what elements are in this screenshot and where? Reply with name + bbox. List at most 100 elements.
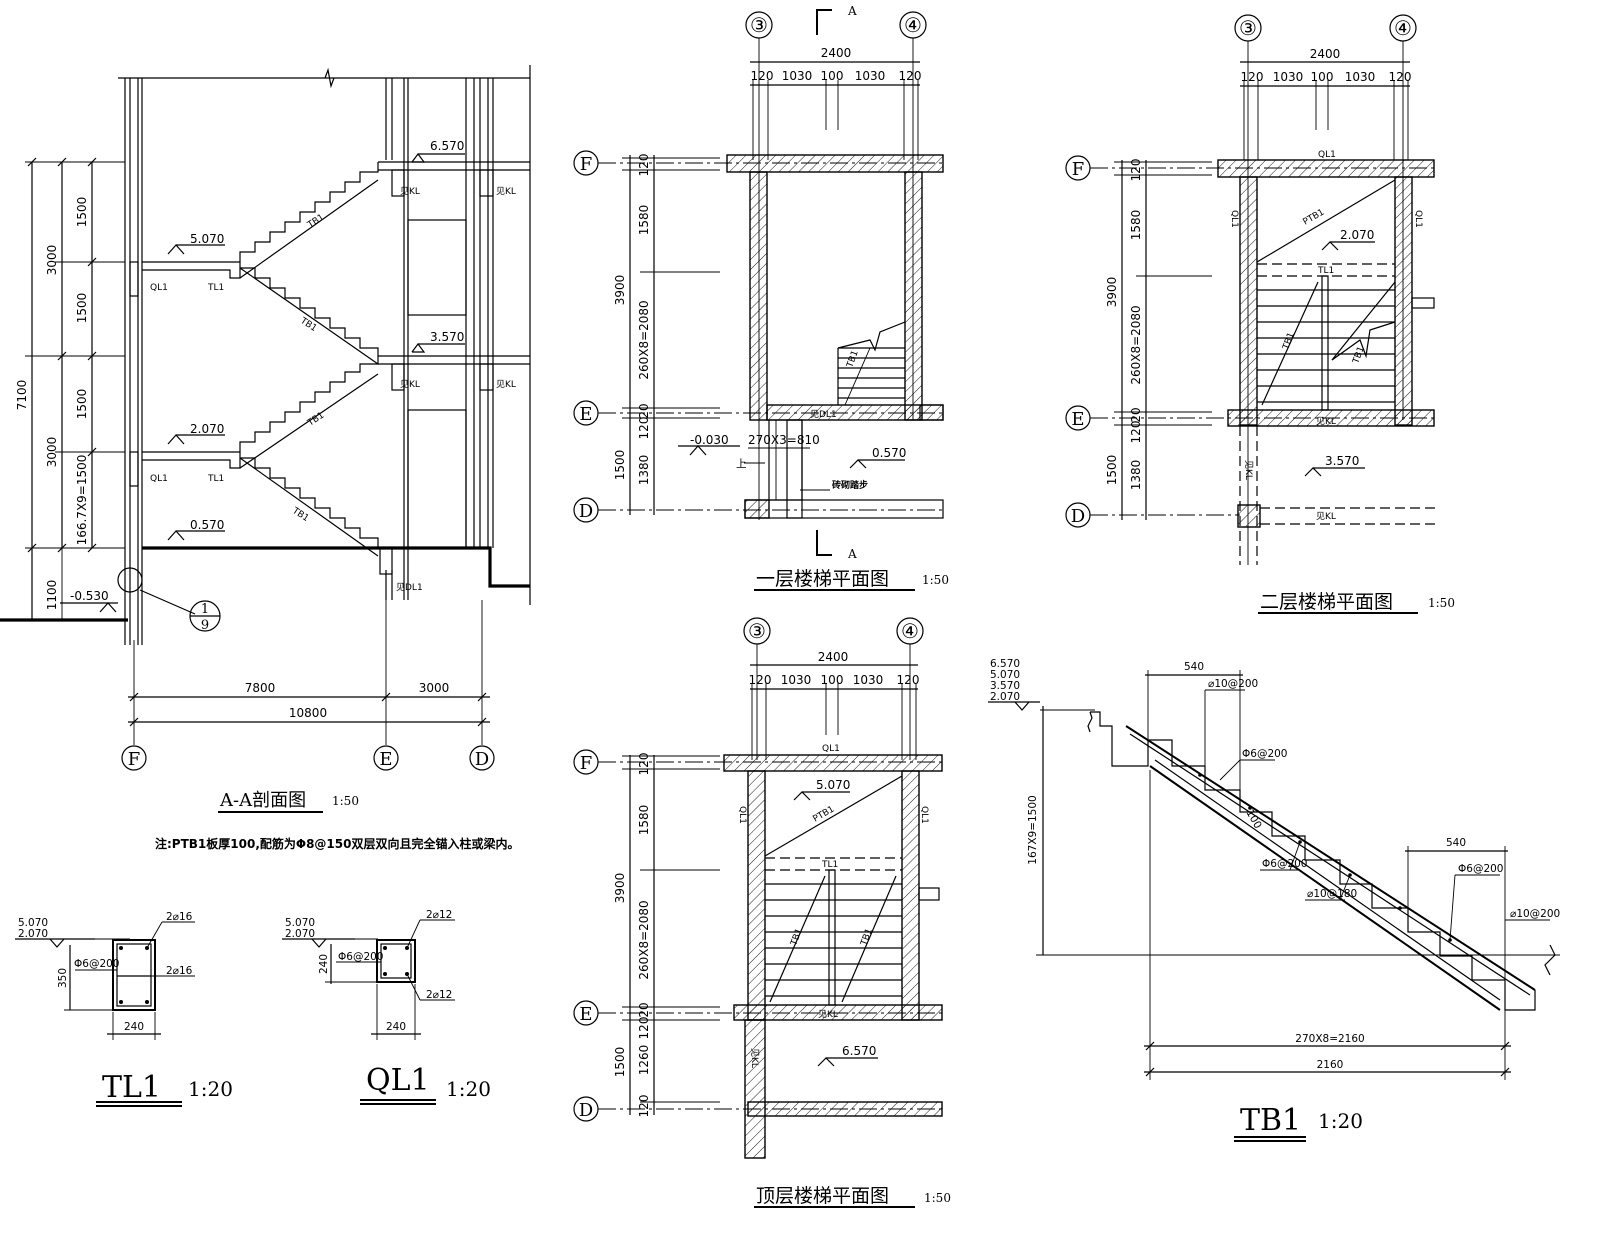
plan2-axis-4: ④ — [1394, 16, 1412, 40]
plan1-label-tb1: TB1 — [845, 349, 861, 370]
plan-3: ③ ④ 2400 120 1030 100 1030 120 F E D 390… — [573, 617, 951, 1208]
section-axis-e: E — [379, 749, 392, 770]
plan2-dim-1030-a: 1030 — [1273, 70, 1304, 84]
plan2-wall-left — [1239, 176, 1258, 426]
tb1-dim-540-top: 540 — [1184, 661, 1204, 673]
plan3-dim-1260: 1260 — [637, 1045, 651, 1076]
plan3-wall-left — [747, 770, 766, 1021]
tb1-bar-5: Φ6@200 — [1458, 863, 1504, 875]
label-tb1-1: TB1 — [305, 213, 326, 231]
tl1-bar-top: 2⌀16 — [166, 911, 193, 923]
plan1-dim-120-e: 120 — [637, 417, 651, 440]
plan2-dim-1500: 1500 — [1105, 455, 1119, 486]
dim-10800: 10800 — [289, 706, 327, 720]
ql1-detail: 5.070 2.070 240 240 2⌀12 2⌀12 Φ6@200 QL1… — [282, 909, 491, 1105]
plan3-wall-f — [723, 754, 943, 772]
plan2-axis-e: E — [1071, 409, 1084, 430]
ql1-elev-2070: 2.070 — [285, 928, 315, 940]
dim-1100: 1100 — [45, 580, 59, 611]
dim-3000-lower: 3000 — [45, 437, 59, 468]
tb1-bar-2: Φ6@200 — [1242, 748, 1288, 760]
plan3-dim-1030-b: 1030 — [853, 673, 884, 687]
plan2-treads — [1257, 275, 1396, 411]
tl1-detail: 5.070 2.070 350 240 2⌀16 2⌀16 Φ6@200 TL1… — [15, 911, 233, 1107]
tb1-dim-run-detail: 270X8=2160 — [1295, 1033, 1364, 1045]
plan1-dim-120-f: 120 — [637, 154, 651, 177]
tb1-stair-profile — [1090, 711, 1536, 1011]
plan2-dim-120-a: 120 — [1241, 70, 1264, 84]
plan3-treads — [765, 869, 902, 1006]
plan3-dim-100: 100 — [821, 673, 844, 687]
plan3-axis-4: ④ — [901, 619, 919, 643]
plan1-title: 一层楼梯平面图 — [756, 568, 889, 590]
detail-ref-number: 1 — [201, 602, 209, 617]
plan1-dim-1030-b: 1030 — [855, 69, 886, 83]
plan1-dim-1500: 1500 — [613, 450, 627, 481]
tl1-bar-bottom: 2⌀16 — [166, 965, 193, 977]
plan2-elev-3570: 3.570 — [1325, 454, 1359, 468]
elev-5070: 5.070 — [190, 232, 224, 246]
tb1-dim-100: 100 — [1243, 808, 1263, 831]
section-axis-d: D — [475, 749, 489, 770]
plan2-dim-run: 260X8=2080 — [1129, 305, 1143, 384]
plan1-dim-1030-a: 1030 — [782, 69, 813, 83]
plan1-dim-1580: 1580 — [637, 205, 651, 236]
ql1-elev-5070: 5.070 — [285, 917, 315, 929]
section-elevations: 6.570 5.070 3.570 2.070 0.570 -0.530 — [60, 139, 465, 613]
plan2-label-kl-d: 见KL — [1316, 511, 1336, 522]
plan1-axis-f: F — [580, 154, 593, 175]
plan3-dim-2400: 2400 — [818, 650, 849, 664]
plan2-dim-120-f: 120 — [1129, 159, 1143, 182]
plan3-label-tb1-a: TB1 — [789, 927, 805, 948]
tb1-dim-540-right: 540 — [1446, 837, 1466, 849]
label-kl-3: 见KL — [400, 379, 420, 390]
dim-7100: 7100 — [15, 380, 29, 411]
plan3-dim-1500: 1500 — [613, 1047, 627, 1078]
plan2-elev-2070: 2.070 — [1340, 228, 1374, 242]
plan2-label-tb1-a: TB1 — [1281, 331, 1297, 352]
plan3-dim-120-b: 120 — [897, 673, 920, 687]
ql1-title: QL1 — [366, 1063, 430, 1098]
label-dl1: 见DL1 — [396, 582, 423, 593]
plan2-title: 二层楼梯平面图 — [1260, 591, 1393, 613]
tb1-bar-6: ⌀10@200 — [1510, 908, 1560, 920]
ql1-dim-240-h: 240 — [386, 1021, 406, 1033]
plan1-steps — [837, 321, 906, 406]
ql1-dim-240-v: 240 — [318, 954, 330, 974]
plan2-label-ptb1: PTB1 — [1302, 208, 1327, 228]
section-left-dimensions: 7100 3000 3000 1100 1500 1500 1500 166.7… — [15, 157, 125, 621]
landing-beams — [129, 161, 530, 575]
plan2-dim-1580: 1580 — [1129, 210, 1143, 241]
label-kl-1: 见KL — [400, 186, 420, 197]
plan1-label-dl1: 见DL1 — [810, 409, 837, 420]
tb1-elev-2070: 2.070 — [990, 691, 1020, 703]
floor-slab-0570 — [142, 546, 530, 588]
ql1-scale: 1:20 — [446, 1077, 491, 1101]
plan3-dim-120-e: 120 — [637, 1017, 651, 1040]
plan2-dim-2400: 2400 — [1310, 47, 1341, 61]
tl1-dim-240: 240 — [124, 1021, 144, 1033]
stair-flights — [239, 162, 379, 557]
section-note: 注:PTB1板厚100,配筋为Φ8@150双层双向且完全锚入柱或梁内。 — [155, 836, 519, 851]
label-kl-4: 见KL — [496, 379, 516, 390]
label-ql1-upper: QL1 — [150, 283, 168, 293]
plan1-dim-20: 20 — [637, 403, 651, 418]
section-axis-f: F — [128, 749, 141, 770]
elev-0570: 0.570 — [190, 518, 224, 532]
section-a-a: 7100 3000 3000 1100 1500 1500 1500 166.7… — [0, 65, 531, 851]
plan2-dim-20: 20 — [1129, 407, 1143, 422]
plan1-step-dim: 270X3=810 — [748, 433, 820, 447]
plan3-axis-e: E — [579, 1004, 592, 1025]
plan3-label-kl-e: 见KL — [818, 1009, 838, 1020]
plan3-dim-120-d: 120 — [637, 1095, 651, 1118]
plan3-label-tb1-b: TB1 — [859, 927, 875, 948]
plan2-label-ql1-right: QL1 — [1413, 210, 1423, 228]
plan1-axis-d: D — [579, 501, 593, 522]
label-tl1-lower: TL1 — [207, 474, 224, 484]
dim-riser-1500: 166.7X9=1500 — [75, 455, 89, 546]
plan3-label-ql1-right: QL1 — [919, 806, 929, 824]
plan1-axis-4: ④ — [904, 13, 922, 37]
label-kl-2: 见KL — [496, 186, 516, 197]
plan1-scale: 1:50 — [922, 573, 949, 587]
